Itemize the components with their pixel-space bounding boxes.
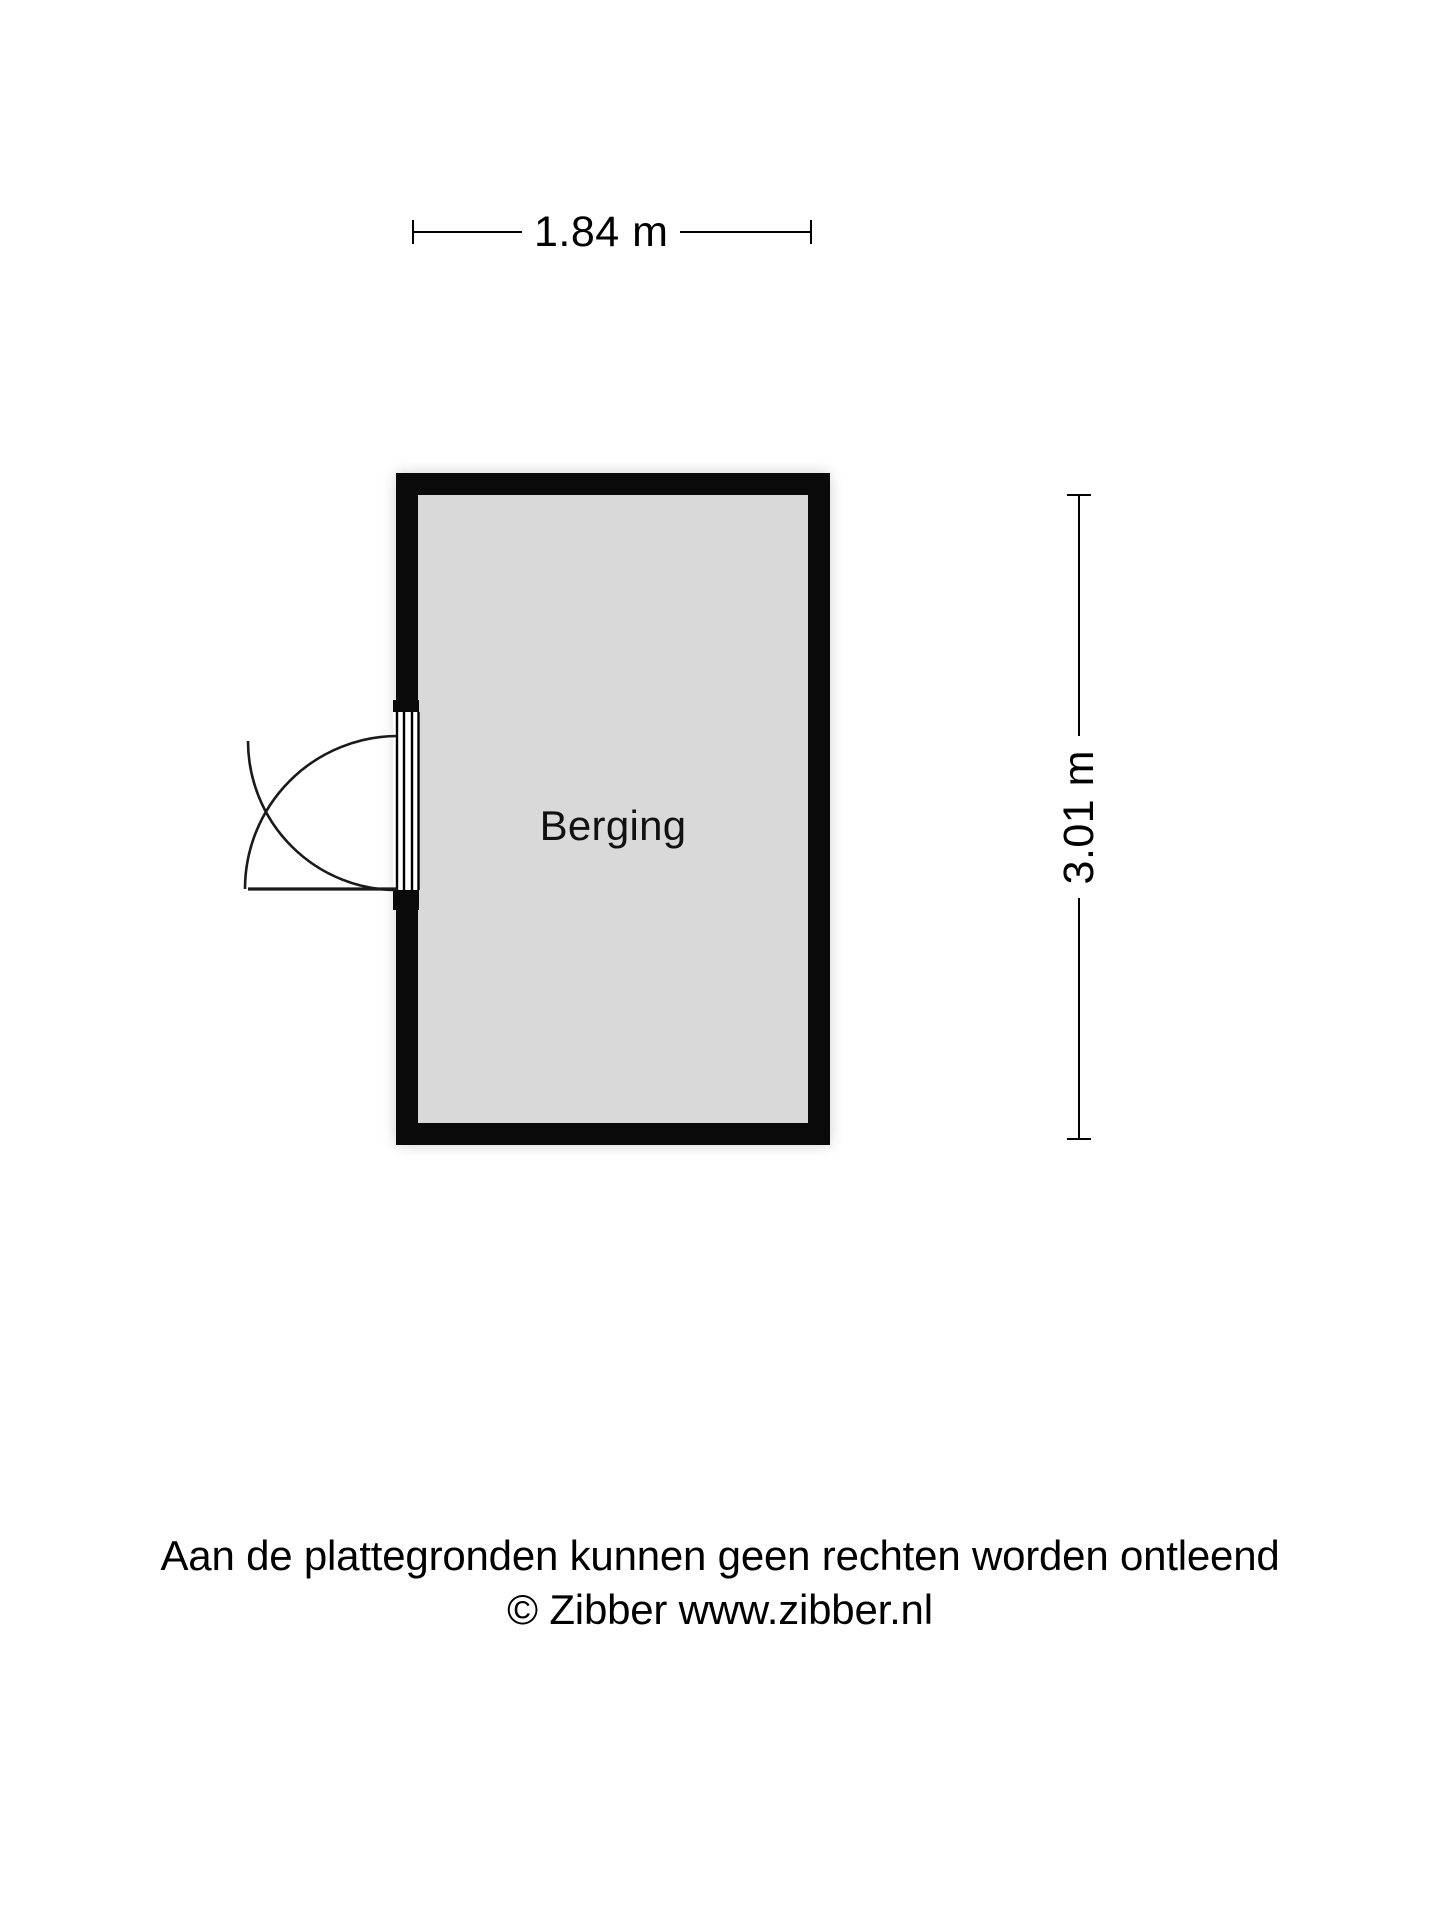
footer-copyright: © Zibber www.zibber.nl: [507, 1585, 933, 1633]
room-berging: Berging: [396, 473, 830, 1145]
dimension-height: 3.01 m: [1053, 494, 1105, 1140]
dimension-width-rule-right: [680, 231, 810, 233]
dimension-width-label: 1.84 m: [534, 207, 669, 256]
footer: Aan de plattegronden kunnen geen rechten…: [0, 1531, 1440, 1634]
room-label: Berging: [539, 802, 687, 849]
dimension-width-rule-left: [414, 231, 522, 233]
dimension-height-tick-top: [1067, 494, 1091, 496]
dimension-width: 1.84 m: [412, 206, 812, 258]
dimension-height-rule-top: [1078, 496, 1080, 736]
dimension-height-rule-bottom: [1078, 898, 1080, 1138]
dimension-height-tick-bottom: [1067, 1138, 1091, 1140]
footer-disclaimer: Aan de plattegronden kunnen geen rechten…: [160, 1532, 1280, 1579]
door-swing-icon: [243, 700, 420, 910]
dimension-width-tick-right: [810, 220, 812, 244]
dimension-height-label: 3.01 m: [1054, 749, 1103, 885]
dimension-width-tick-left: [412, 220, 414, 244]
